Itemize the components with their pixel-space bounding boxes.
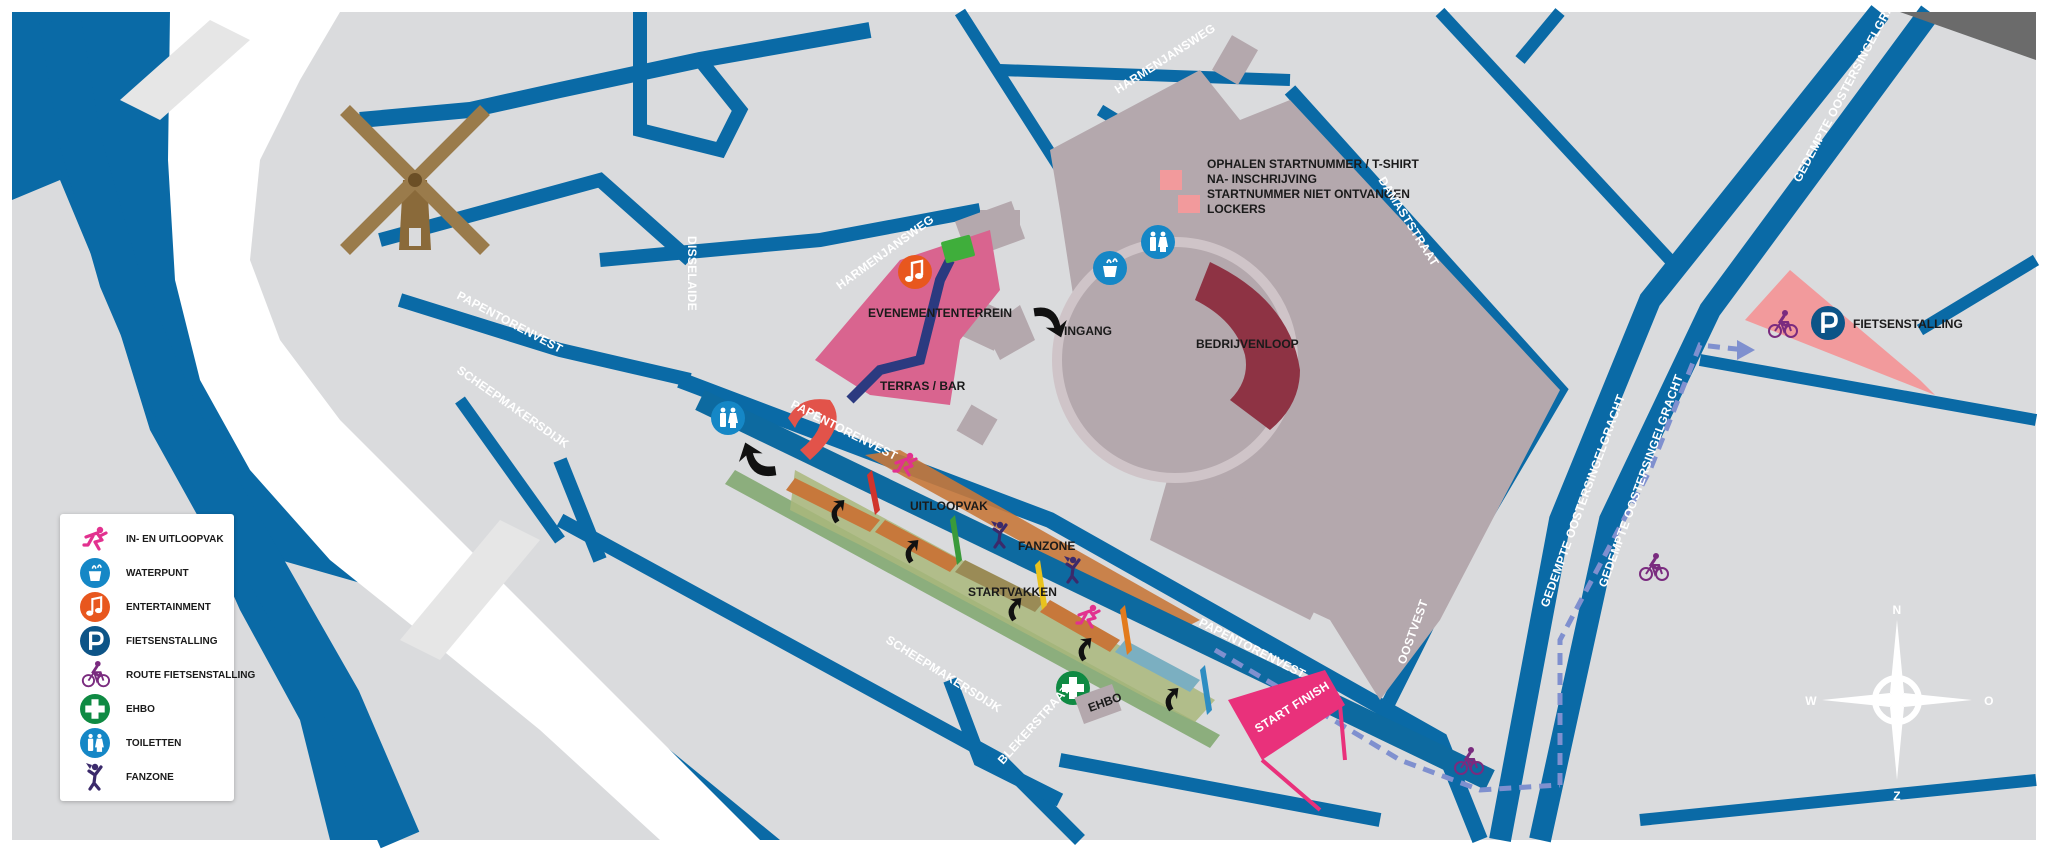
fietsenstalling-label: FIETSENSTALLING bbox=[1853, 317, 1963, 331]
legend-label: ENTERTAINMENT bbox=[126, 601, 211, 613]
fan-icon bbox=[84, 762, 103, 791]
legend-label: EHBO bbox=[126, 703, 155, 715]
river bbox=[168, 12, 760, 840]
legend-label: IN- EN UITLOOPVAK bbox=[126, 533, 224, 545]
toilet-icon bbox=[1141, 225, 1175, 259]
legend-item-waterpunt: WATERPUNT bbox=[60, 558, 234, 588]
flags bbox=[867, 470, 1212, 715]
legend-item-entertainment: ENTERTAINMENT bbox=[60, 592, 234, 622]
start-finish-banner bbox=[1228, 670, 1345, 760]
pickup-label-4: LOCKERS bbox=[1207, 202, 1266, 216]
legend-label: WATERPUNT bbox=[126, 567, 189, 579]
runner-icon bbox=[82, 525, 108, 551]
music-note-icon bbox=[896, 253, 934, 291]
start-arch bbox=[788, 399, 837, 460]
first-aid-icon bbox=[80, 694, 110, 724]
compass-north: N bbox=[1893, 603, 1902, 617]
dashed-route bbox=[1213, 647, 1561, 793]
pickup-label-1: OPHALEN STARTNUMMER / T-SHIRT bbox=[1207, 157, 1419, 171]
fanzone-label: FANZONE bbox=[1018, 539, 1075, 553]
uitloopvak-label: UITLOOPVAK bbox=[910, 499, 988, 513]
square-building bbox=[956, 404, 998, 446]
compass-west: W bbox=[1805, 694, 1817, 708]
parking-icon bbox=[1809, 304, 1847, 342]
windmill-icon bbox=[340, 105, 490, 255]
legend-label: TOILETTEN bbox=[126, 737, 182, 749]
bridge-north bbox=[120, 20, 250, 120]
parking-icon bbox=[80, 626, 110, 656]
compass-east: O bbox=[1984, 694, 1994, 708]
bridge-south bbox=[400, 520, 540, 660]
legend-item-fietsenstalling: FIETSENSTALLING bbox=[60, 626, 234, 656]
evenemententerrein-label: EVENEMENTENTERREIN bbox=[868, 306, 1012, 320]
ingang-building bbox=[985, 305, 1035, 360]
bedrijvenloop-label: BEDRIJVENLOOP bbox=[1196, 337, 1299, 351]
finish-pole bbox=[1260, 704, 1347, 812]
ingang-label: INGANG bbox=[1064, 324, 1112, 338]
terras-bar-label: TERRAS / BAR bbox=[880, 379, 966, 393]
pickup-label-3: STARTNUMMER NIET ONTVANGEN bbox=[1207, 187, 1410, 201]
bedrijvenloop-area bbox=[1195, 262, 1300, 430]
startvakken-label: STARTVAKKEN bbox=[968, 585, 1057, 599]
route-arrowhead bbox=[1737, 340, 1755, 360]
legend-label: ROUTE FIETSENSTALLING bbox=[126, 669, 256, 681]
music-note-icon bbox=[80, 592, 110, 622]
street-disselaide: DISSELAIDE bbox=[685, 236, 699, 311]
compass: N O Z W bbox=[1805, 603, 1994, 803]
legend-item-toiletten: TOILETTEN bbox=[60, 728, 234, 758]
rail-tracks bbox=[1900, 12, 2036, 60]
startvakken-zone bbox=[725, 450, 1220, 748]
pickup-building bbox=[1160, 170, 1182, 190]
papentorenvest-road bbox=[695, 390, 1495, 790]
canals bbox=[39, 5, 2040, 849]
legend-item-runner: IN- EN UITLOOPVAK bbox=[60, 524, 234, 554]
legend-item-fanzone: FANZONE bbox=[60, 762, 234, 792]
water-point-icon bbox=[80, 558, 110, 588]
compass-south: Z bbox=[1893, 789, 1901, 803]
dashed-route-bike bbox=[1557, 342, 1746, 785]
heineken-sign bbox=[941, 234, 975, 264]
legend-label: FIETSENSTALLING bbox=[126, 635, 218, 647]
water-point-icon bbox=[1092, 250, 1128, 286]
legend-panel: IN- EN UITLOOPVAK WATERPUNT ENTERTAINMEN… bbox=[60, 514, 255, 801]
pickup-building-2 bbox=[1178, 195, 1200, 213]
legend-label: FANZONE bbox=[126, 771, 174, 783]
legend-item-ehbo: EHBO bbox=[60, 694, 234, 724]
terras-bar-path bbox=[846, 257, 955, 404]
ehbo-building bbox=[1074, 684, 1122, 724]
cyclist-icon bbox=[81, 660, 110, 688]
toilet-icon bbox=[711, 401, 745, 435]
toilet-icon bbox=[80, 728, 110, 758]
pickup-label-2: NA- INSCHRIJVING bbox=[1207, 172, 1317, 186]
evenemententerrein-area bbox=[815, 230, 1000, 405]
legend-item-route-fietsenstalling: ROUTE FIETSENSTALLING bbox=[60, 660, 255, 690]
